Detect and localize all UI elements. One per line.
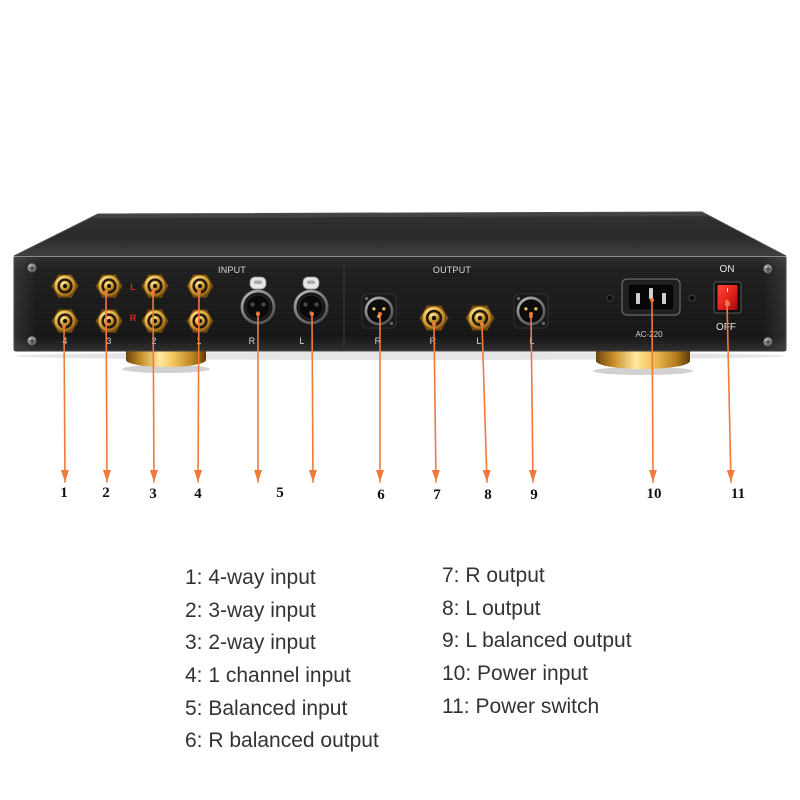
- inlet-pin-neutral: [662, 293, 666, 304]
- legend-item-4: 4: 1 channel input: [185, 664, 351, 688]
- callout-arrow-2: [102, 290, 111, 483]
- legend-item-3: 3: 2-way input: [185, 631, 316, 655]
- callout-arrow-8: [480, 322, 491, 483]
- left-gold-foot: [122, 347, 210, 373]
- inlet-mount-hole: [688, 294, 696, 302]
- rca-left-channel-mark: L: [130, 282, 136, 292]
- foot-shadow: [593, 367, 693, 375]
- rca-channel-label-4: 4: [62, 336, 67, 346]
- callout-number-10: 10: [647, 486, 662, 502]
- xlr-output-right: [361, 293, 397, 329]
- callout-arrow-9: [528, 312, 537, 483]
- inlet-pin-line: [636, 293, 640, 304]
- legend-item-8: 8: L output: [442, 596, 541, 620]
- preamp-device: L R 4 3 2 1 INPUT R L OUTPUT R R L L: [13, 211, 787, 375]
- panel-screw-bottom-right: [762, 336, 774, 348]
- callout-number-3: 3: [149, 486, 157, 502]
- legend-item-7: 7: R output: [442, 564, 545, 587]
- callout-arrow-7: [431, 322, 440, 483]
- panel-screw-top-left: [26, 262, 38, 274]
- callout-number-5: 5: [276, 485, 284, 501]
- legend-item-10: 10: Power input: [442, 662, 588, 686]
- xlr-input-label-right: R: [249, 336, 256, 346]
- foot-body: [126, 347, 206, 367]
- callout-number-6: 6: [377, 487, 385, 503]
- callout-number-2: 2: [102, 485, 110, 501]
- legend-item-2: 2: 3-way input: [185, 598, 316, 622]
- rca-right-channel-mark: R: [130, 313, 137, 323]
- callout-arrow-4: [194, 290, 203, 483]
- callout-arrow-3: [149, 290, 158, 483]
- legend-item-9: 9: L balanced output: [442, 629, 632, 653]
- switch-on-label: ON: [720, 264, 735, 275]
- callout-numbers: 1 2 3 4 5 6 7 8 9 10 11: [60, 485, 745, 503]
- callout-arrow-10: [648, 298, 657, 483]
- xlr-input-label-left: L: [299, 336, 304, 346]
- device-floor-shadow: [15, 352, 785, 360]
- input-section-title: INPUT: [218, 265, 246, 275]
- legend-item-11: 11: Power switch: [442, 694, 600, 718]
- callout-number-8: 8: [484, 487, 492, 503]
- callout-arrow-11: [725, 300, 735, 483]
- legend-left-column: 1: 4-way input 2: 3-way input 3: 2-way i…: [185, 562, 379, 758]
- rca-channel-label-3: 3: [106, 336, 111, 346]
- inlet-pin-earth: [649, 288, 653, 299]
- rca-output-label-left: L: [476, 336, 481, 346]
- panel-screw-top-right: [762, 263, 774, 275]
- switch-off-label: OFF: [716, 322, 736, 333]
- legend-right-column: 7: R output 8: L output 9: L balanced ou…: [442, 560, 632, 723]
- power-inlet-label: AC-220: [635, 330, 663, 339]
- foot-body: [596, 347, 690, 369]
- callout-arrow-5-left: [308, 312, 317, 483]
- legend-item-5: 5: Balanced input: [185, 696, 348, 720]
- right-gold-foot: [593, 347, 693, 375]
- callout-arrow-1: [60, 324, 69, 483]
- callout-number-7: 7: [433, 487, 441, 503]
- rca-output-label-right: R: [430, 336, 437, 346]
- inlet-mount-hole: [606, 294, 614, 302]
- top-cover-brush-texture: [14, 212, 786, 256]
- callout-number-9: 9: [530, 487, 538, 503]
- top-cover-rear-rim: [93, 212, 708, 218]
- callout-number-4: 4: [194, 486, 202, 502]
- callout-number-1: 1: [60, 485, 68, 501]
- foot-shadow: [122, 365, 210, 373]
- callout-number-11: 11: [731, 486, 745, 502]
- panel-screw-bottom-left: [26, 335, 38, 347]
- xlr-input-group: INPUT R L: [218, 265, 329, 346]
- callout-arrows: [60, 290, 735, 483]
- legend-item-1: 1: 4-way input: [185, 566, 316, 589]
- output-section-title: OUTPUT: [433, 265, 472, 275]
- legend-item-6: 6: R balanced output: [185, 729, 379, 753]
